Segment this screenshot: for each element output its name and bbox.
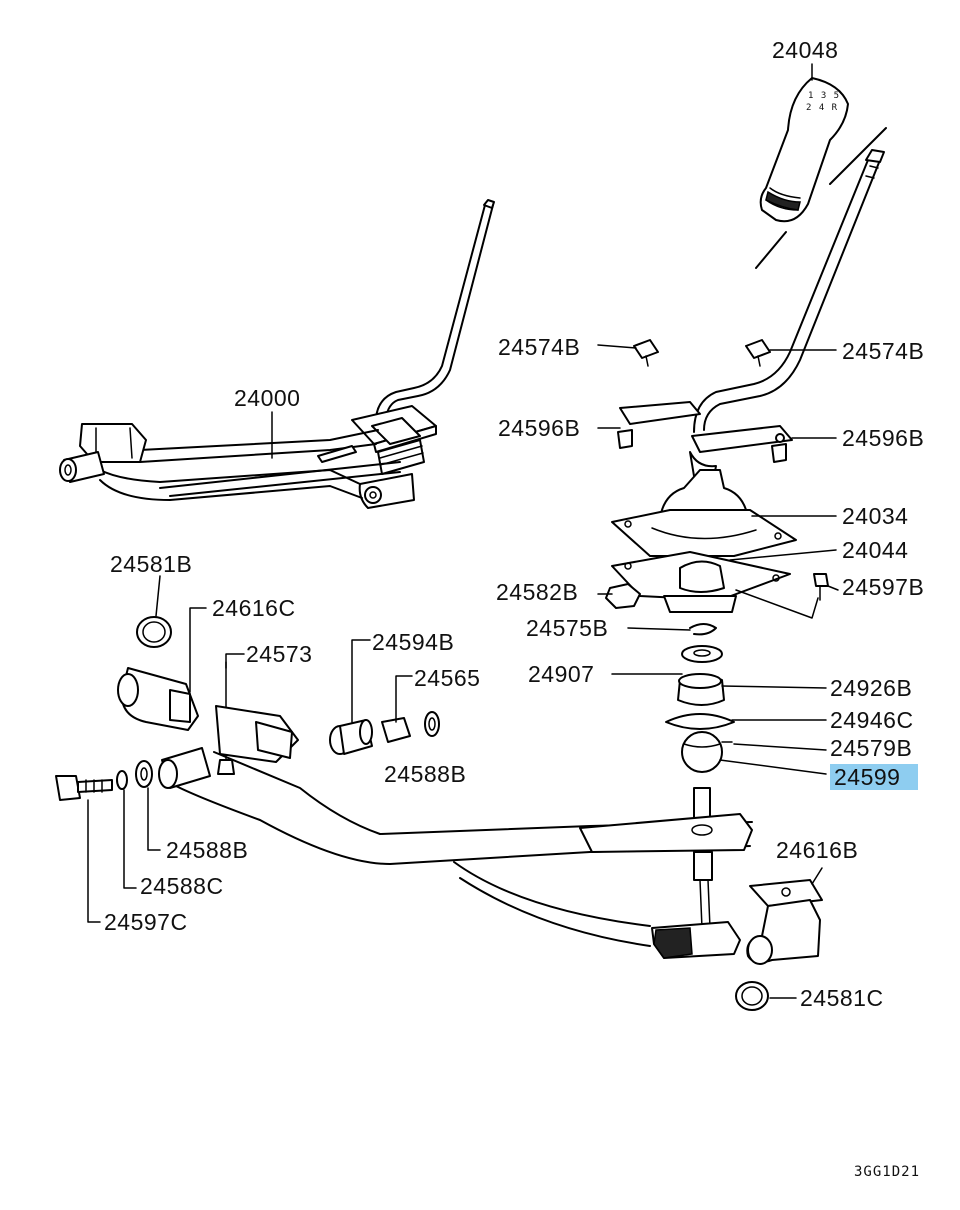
label-24034[interactable]: 24034 (842, 503, 908, 529)
label-24581b[interactable]: 24581B (110, 551, 192, 577)
diagram-code: 3GG1D21 (854, 1164, 920, 1180)
shift-knob-drawing: 1 3 5 2 4 R (755, 77, 849, 269)
label-24573[interactable]: 24573 (246, 641, 312, 667)
label-24596b-left[interactable]: 24596B (498, 415, 580, 441)
lever-mount-plate-drawing (611, 401, 797, 613)
label-24565[interactable]: 24565 (414, 665, 480, 691)
label-24616b[interactable]: 24616B (776, 837, 858, 863)
label-24044[interactable]: 24044 (842, 537, 908, 563)
label-24926b[interactable]: 24926B (830, 675, 912, 701)
label-24597b[interactable]: 24597B (842, 574, 924, 600)
label-24616c[interactable]: 24616C (212, 595, 296, 621)
label-24579b[interactable]: 24579B (830, 735, 912, 761)
part-labels: 24048 24574B 24574B 24000 24596B 24596B … (104, 37, 924, 1180)
label-24574b-left[interactable]: 24574B (498, 334, 580, 360)
label-24582b[interactable]: 24582B (496, 579, 578, 605)
shift-lever-assembly-drawing (59, 199, 495, 509)
label-24574b-right[interactable]: 24574B (842, 338, 924, 364)
label-24599[interactable]: 24599 (834, 764, 900, 790)
small-hardware-drawings (605, 339, 829, 833)
label-24597c[interactable]: 24597C (104, 909, 188, 935)
label-24594b[interactable]: 24594B (372, 629, 454, 655)
label-24575b[interactable]: 24575B (526, 615, 608, 641)
label-24588c[interactable]: 24588C (140, 873, 224, 899)
label-24000[interactable]: 24000 (234, 385, 300, 411)
highlight-24599-box (830, 764, 918, 790)
label-24946c[interactable]: 24946C (830, 707, 914, 733)
svg-text:2 4 R: 2 4 R (806, 103, 838, 113)
label-24596b-right[interactable]: 24596B (842, 425, 924, 451)
shift-linkage-drawing (55, 616, 823, 1011)
leader-lines (87, 63, 839, 999)
label-24048[interactable]: 24048 (772, 37, 838, 63)
label-24588b-bottom[interactable]: 24588B (166, 837, 248, 863)
svg-text:1 3 5: 1 3 5 (808, 91, 840, 101)
label-24581c[interactable]: 24581C (800, 985, 884, 1011)
label-24907[interactable]: 24907 (528, 661, 594, 687)
label-24588b-right[interactable]: 24588B (384, 761, 466, 787)
